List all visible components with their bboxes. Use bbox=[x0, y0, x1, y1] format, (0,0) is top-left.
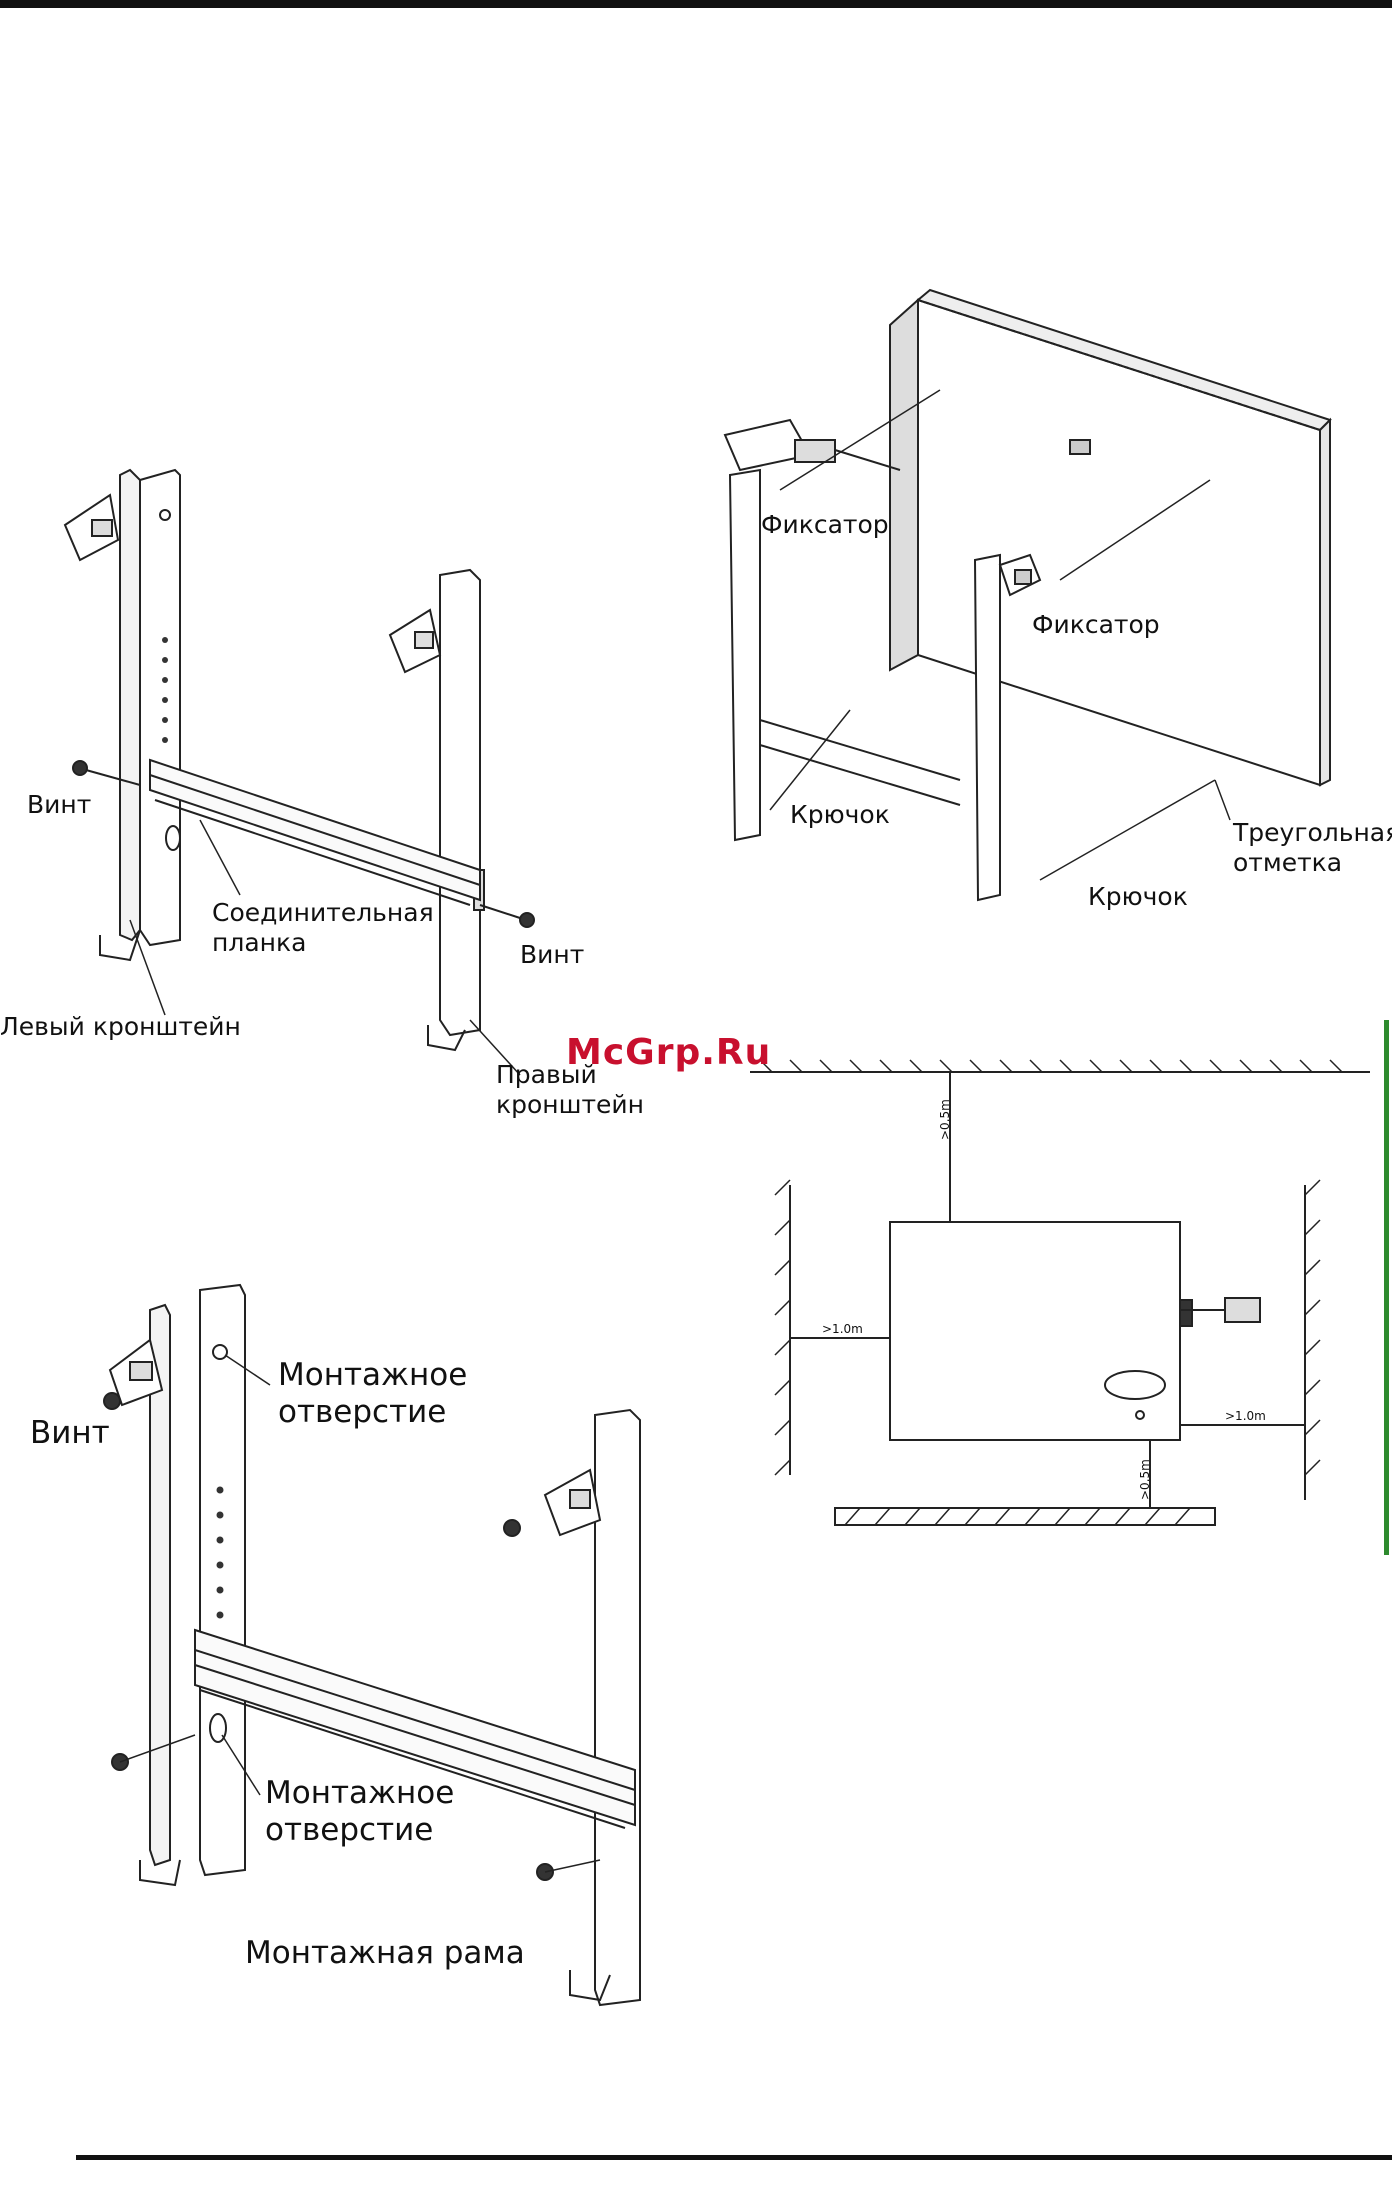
label-left-bracket: Левый кронштейн bbox=[0, 1012, 241, 1042]
label-latch-right: Фиксатор bbox=[1032, 610, 1160, 640]
figure4-right-bracket bbox=[545, 1410, 640, 2005]
dim-bottom: >0.5m bbox=[1138, 1459, 1152, 1500]
label-screw: Винт bbox=[30, 1415, 110, 1452]
figure1-connecting-bar bbox=[150, 760, 480, 905]
label-hook-left: Крючок bbox=[790, 800, 890, 830]
dim-top: >0.5m bbox=[938, 1099, 952, 1140]
figure3-clearance bbox=[750, 1060, 1370, 1525]
label-triangle-mark: Треугольная отметка bbox=[1233, 818, 1392, 878]
figure4-left-bracket bbox=[110, 1285, 245, 1885]
label-mounting-frame: Монтажная рама bbox=[245, 1935, 525, 1972]
figure2-plug bbox=[725, 420, 900, 470]
dim-right: >1.0m bbox=[1225, 1409, 1266, 1423]
watermark: McGrp.Ru bbox=[566, 1032, 771, 1073]
figure1-right-bracket bbox=[390, 570, 484, 1050]
label-latch-left: Фиксатор bbox=[761, 510, 889, 540]
label-hook-right: Крючок bbox=[1088, 882, 1188, 912]
label-mount-hole-bottom: Монтажное отверстие bbox=[265, 1775, 454, 1849]
label-connecting-bar: Соединительная планка bbox=[212, 898, 434, 958]
dim-left: >1.0m bbox=[822, 1322, 863, 1336]
figure2-heater-body bbox=[890, 290, 1330, 785]
label-mount-hole-top: Монтажное отверстие bbox=[278, 1357, 467, 1431]
label-right-screw: Винт bbox=[520, 940, 584, 970]
figure1-left-bracket bbox=[65, 470, 180, 960]
label-left-screw: Винт bbox=[27, 790, 91, 820]
